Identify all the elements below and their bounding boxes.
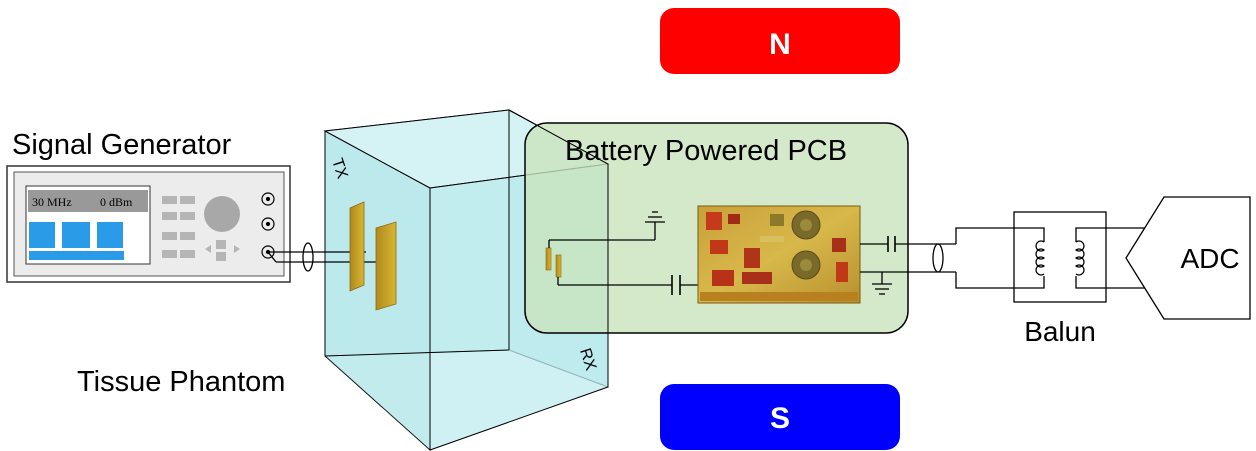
generator-screen: 30 MHz 0 dBm [26, 186, 150, 264]
balun-label: Balun [1024, 316, 1096, 347]
signal-generator: 30 MHz 0 dBm [7, 166, 290, 282]
adc-block: ADC [1126, 197, 1250, 319]
coil-icon [1076, 241, 1084, 275]
coil-icon [1036, 241, 1044, 275]
south-magnet: S [660, 384, 900, 450]
north-label: N [769, 28, 791, 61]
north-magnet: N [660, 8, 900, 74]
knob-icon [204, 196, 240, 232]
frequency-readout: 30 MHz [32, 195, 72, 209]
chip-die [698, 206, 860, 303]
power-readout: 0 dBm [100, 195, 133, 209]
south-label: S [770, 402, 790, 435]
adc-label: ADC [1180, 243, 1239, 274]
tissue-phantom-label: Tissue Phantom [77, 366, 285, 398]
pcb-title: Battery Powered PCB [565, 135, 847, 167]
signal-generator-title: Signal Generator [12, 129, 232, 161]
